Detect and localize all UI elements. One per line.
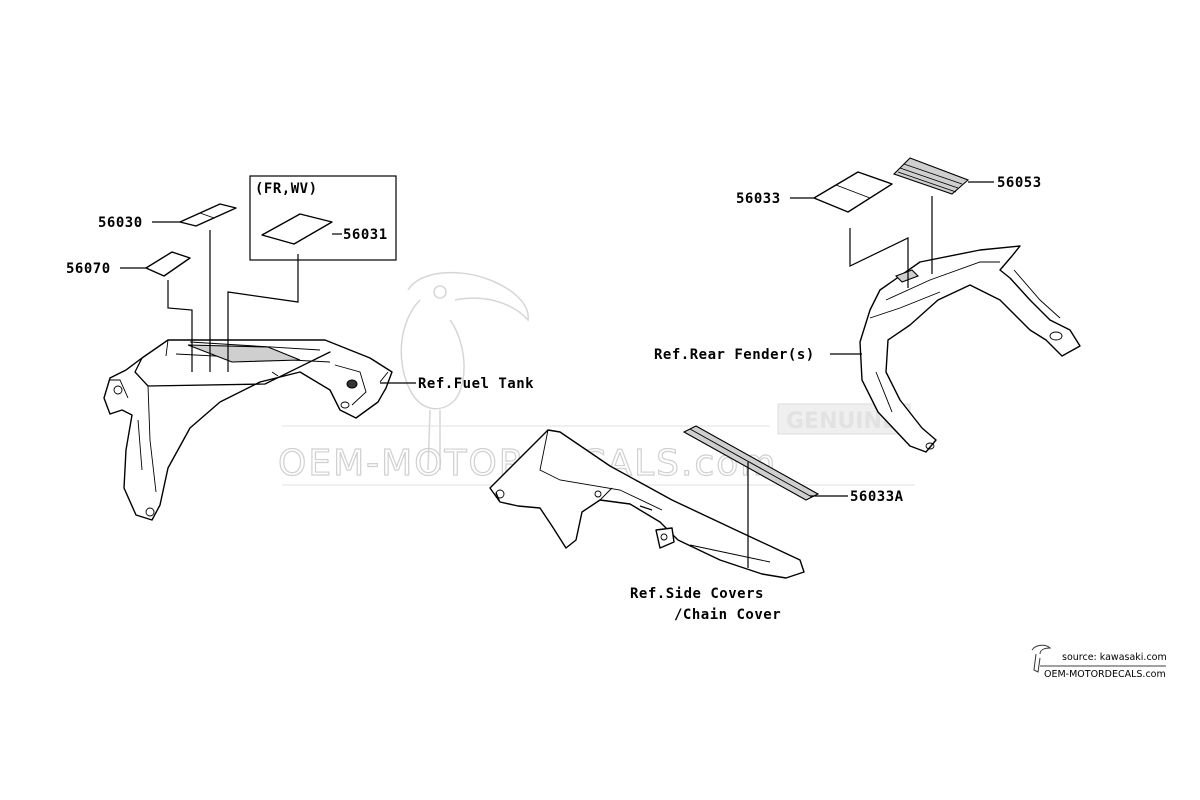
part-number-56053: 56053 <box>997 175 1042 191</box>
ref-fuel-tank-label: Ref.Fuel Tank <box>418 376 534 392</box>
bird-logo-icon <box>1031 644 1052 673</box>
rear-fender-part <box>859 245 1081 453</box>
part-number-56070: 56070 <box>66 261 111 277</box>
watermark-bird-logo <box>400 271 529 471</box>
decal-56031 <box>261 213 333 245</box>
decal-56033A <box>682 425 820 501</box>
decal-56033 <box>813 171 893 213</box>
region-variant-box <box>249 175 397 261</box>
source-credit: source: kawasaki.com OEM-MOTORDECALS.com <box>1031 644 1167 680</box>
chain-cover-part <box>489 429 805 579</box>
ref-side-covers-label: Ref.Side Covers <box>630 586 764 602</box>
region-variant-label: (FR,WV) <box>255 181 318 197</box>
decal-56070 <box>145 251 191 277</box>
watermark: OEM-MOTORDECALS.com GENUINE <box>277 271 915 486</box>
part-number-56030: 56030 <box>98 215 143 231</box>
source-line-1: source: kawasaki.com <box>1062 652 1167 663</box>
part-number-56031: 56031 <box>343 227 388 243</box>
part-number-56033A: 56033A <box>850 489 904 505</box>
ref-chain-cover-label: /Chain Cover <box>674 607 781 623</box>
part-number-56033: 56033 <box>736 191 781 207</box>
decal-56053 <box>892 157 970 195</box>
fuel-tank-cover-part <box>103 339 393 521</box>
source-line-2: OEM-MOTORDECALS.com <box>1044 669 1166 680</box>
decal-56030 <box>179 203 237 227</box>
ref-rear-fender-label: Ref.Rear Fender(s) <box>654 347 815 363</box>
